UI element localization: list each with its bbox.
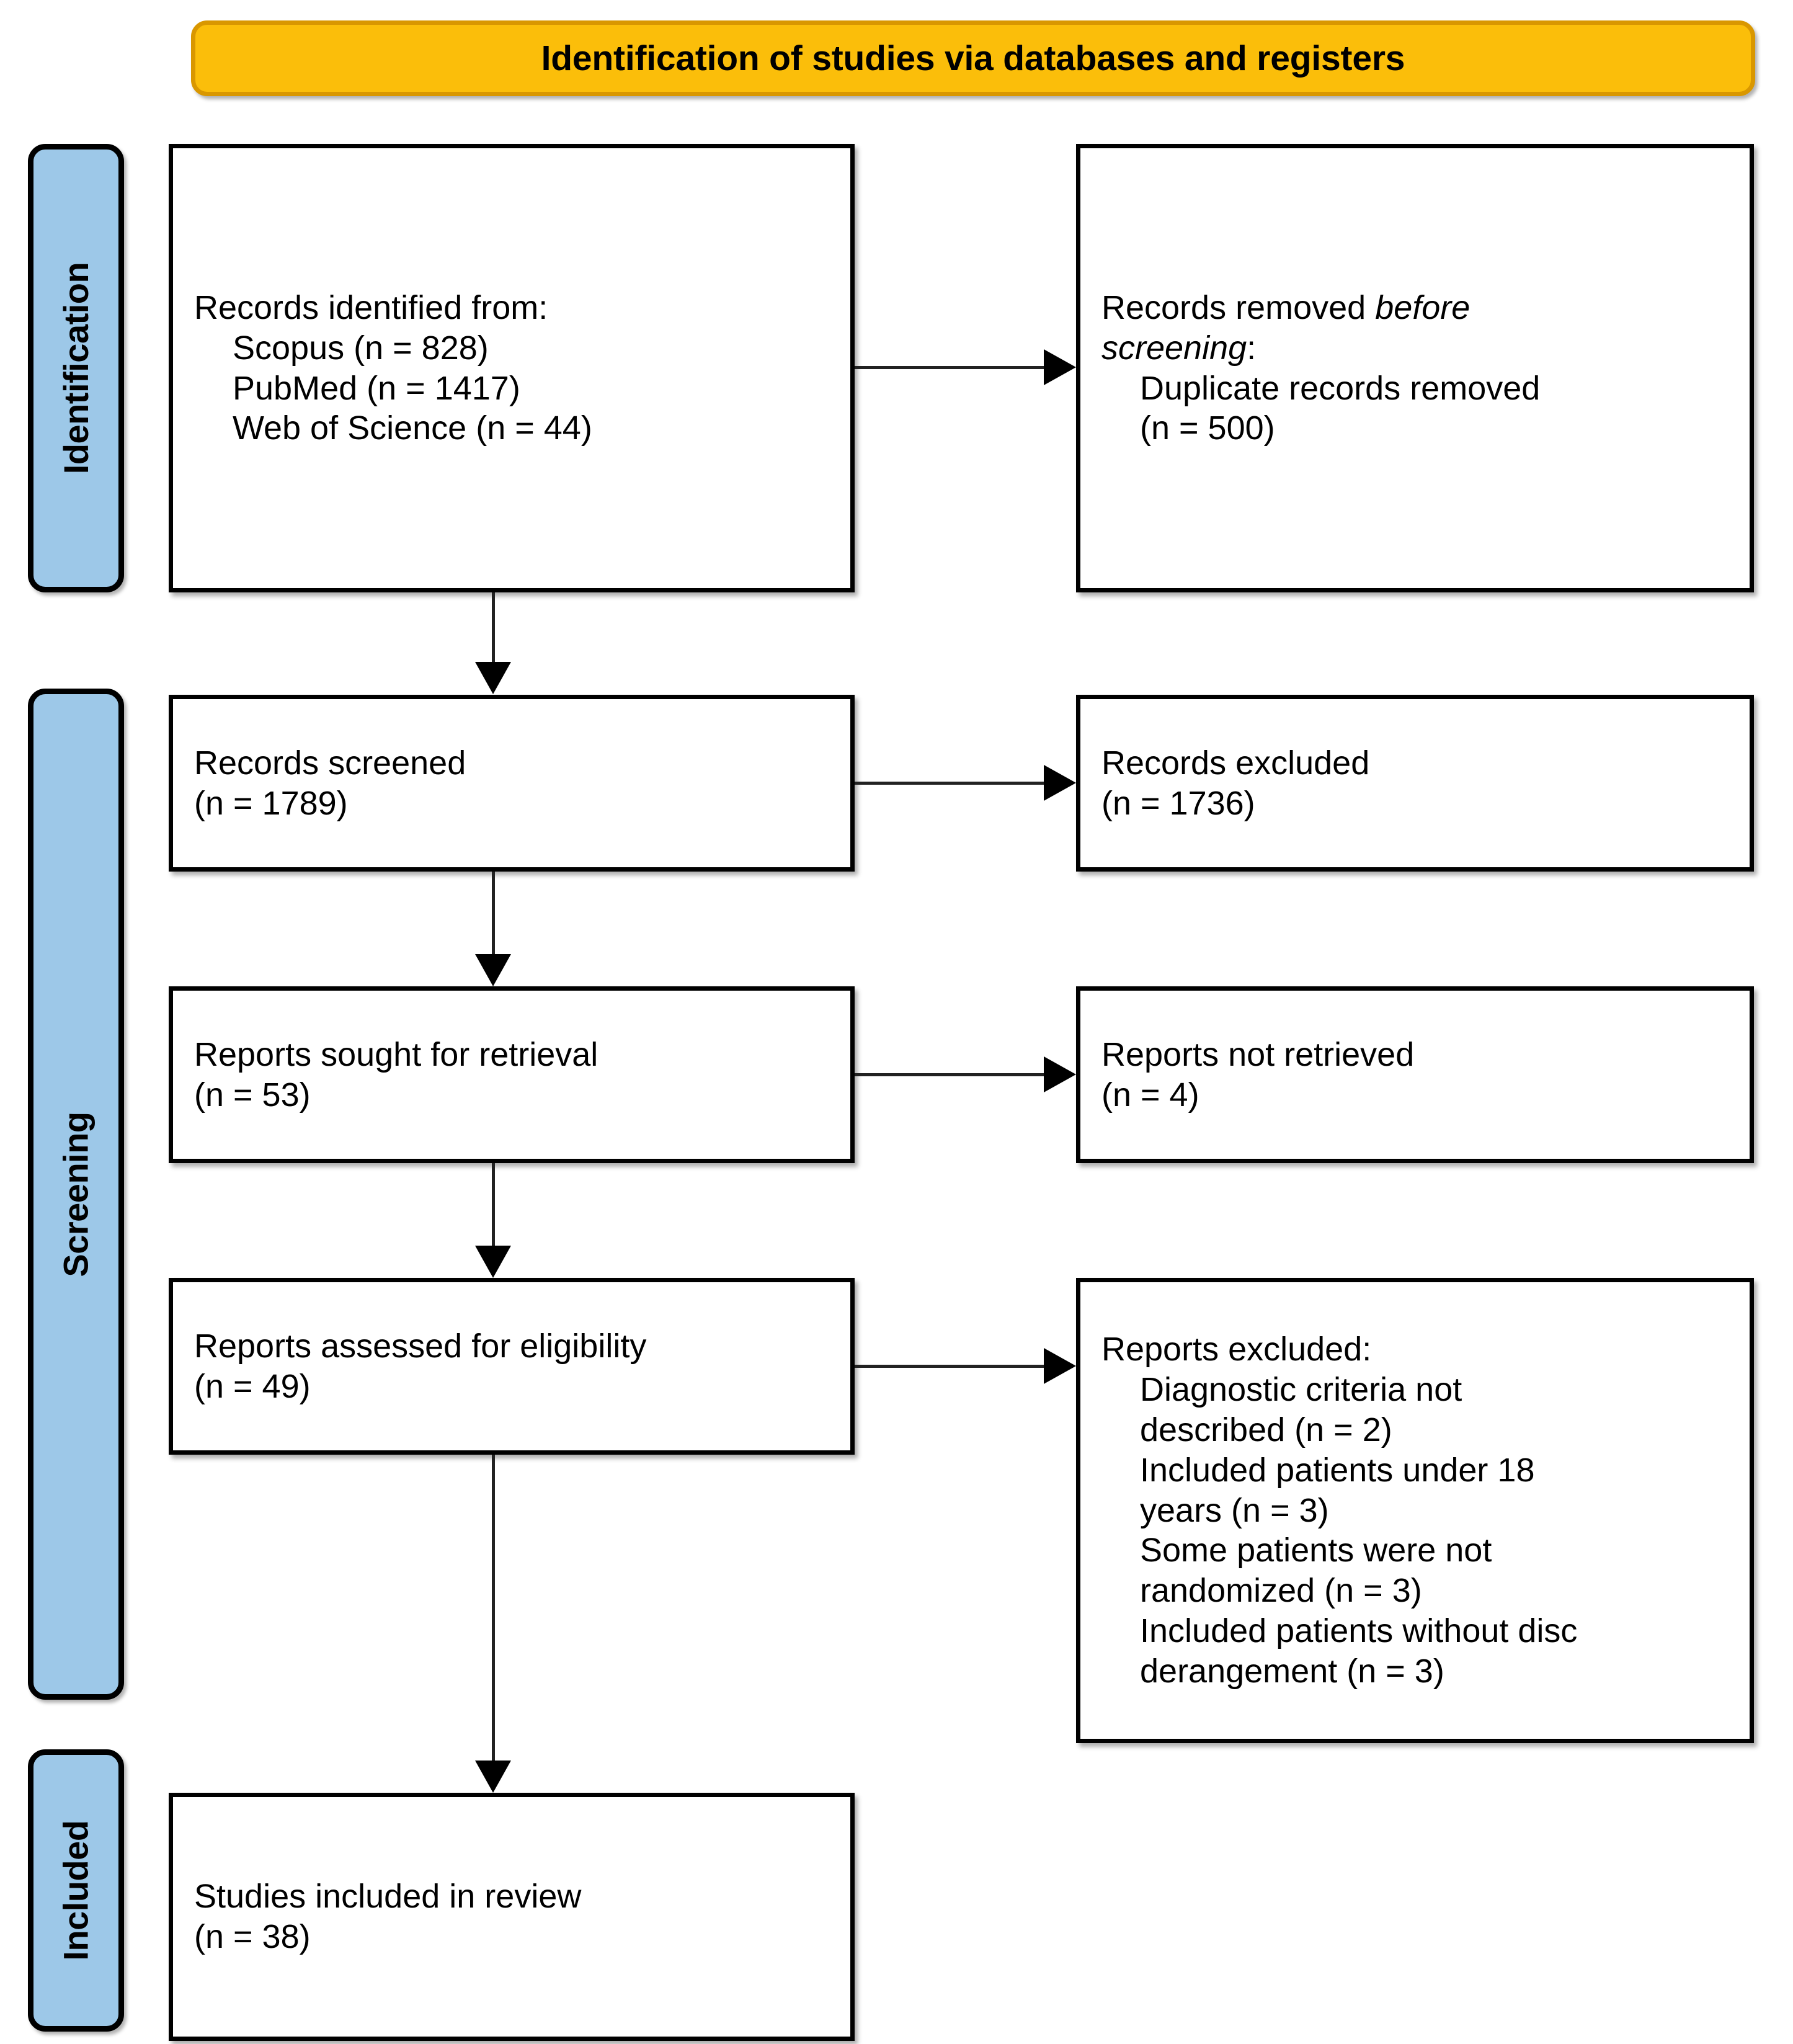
reports-not-retrieved-label: Reports not retrieved — [1101, 1035, 1415, 1073]
records-removed-prefix: Records removed — [1101, 288, 1376, 326]
connector-sought-to-assessed — [492, 1163, 495, 1246]
diagram-title: Identification of studies via databases … — [541, 38, 1405, 78]
stage-label-screening-text: Screening — [56, 1111, 96, 1277]
records-removed-italic-screening: screening — [1101, 329, 1247, 367]
box-reports-excluded: Reports excluded: Diagnostic criteria no… — [1076, 1278, 1754, 1743]
arrowhead-sought-to-assessed — [475, 1246, 511, 1278]
studies-included-label: Studies included in review — [194, 1878, 582, 1916]
reports-excluded-reason2-b: years (n = 3) — [1140, 1491, 1329, 1529]
connector-identified-to-screened — [492, 592, 495, 662]
records-excluded-label: Records excluded — [1101, 744, 1370, 782]
box-studies-included-body: Studies included in review (n = 38) — [173, 1877, 850, 1957]
records-identified-heading: Records identified from: — [194, 288, 548, 326]
reports-sought-n: (n = 53) — [194, 1076, 311, 1113]
arrowhead-sought-to-not-retrieved — [1044, 1056, 1076, 1092]
connector-assessed-to-reports-excluded — [855, 1365, 1044, 1368]
box-reports-not-retrieved-body: Reports not retrieved (n = 4) — [1080, 1035, 1750, 1115]
connector-assessed-to-included — [492, 1455, 495, 1761]
records-excluded-n: (n = 1736) — [1101, 784, 1255, 822]
box-records-removed: Records removed before screening: Duplic… — [1076, 144, 1754, 592]
connector-screened-to-excluded — [855, 782, 1044, 785]
reports-excluded-reason4-a: Included patients without disc — [1140, 1612, 1578, 1649]
arrowhead-screened-to-excluded — [1044, 765, 1076, 801]
box-records-screened-body: Records screened (n = 1789) — [173, 743, 850, 824]
studies-included-n: (n = 38) — [194, 1918, 311, 1955]
box-records-removed-body: Records removed before screening: Duplic… — [1080, 288, 1750, 449]
reports-not-retrieved-n: (n = 4) — [1101, 1076, 1199, 1113]
box-reports-not-retrieved: Reports not retrieved (n = 4) — [1076, 986, 1754, 1163]
records-removed-italic-before: before — [1375, 288, 1470, 326]
box-records-screened: Records screened (n = 1789) — [169, 695, 855, 872]
reports-excluded-reason3-a: Some patients were not — [1140, 1532, 1492, 1569]
box-records-excluded: Records excluded (n = 1736) — [1076, 695, 1754, 872]
box-reports-sought-body: Reports sought for retrieval (n = 53) — [173, 1035, 850, 1115]
records-removed-colon: : — [1247, 329, 1257, 367]
box-reports-assessed-body: Reports assessed for eligibility (n = 49… — [173, 1326, 850, 1407]
records-removed-heading-line2: screening: — [1101, 328, 1728, 368]
stage-label-screening: Screening — [28, 689, 124, 1700]
stage-label-identification-text: Identification — [56, 262, 96, 475]
records-removed-heading-line1: Records removed before — [1101, 288, 1728, 328]
box-records-identified: Records identified from: Scopus (n = 828… — [169, 144, 855, 592]
arrowhead-assessed-to-reports-excluded — [1044, 1348, 1076, 1384]
connector-identified-to-removed — [855, 366, 1044, 369]
connector-sought-to-not-retrieved — [855, 1073, 1044, 1076]
records-screened-n: (n = 1789) — [194, 784, 348, 822]
reports-excluded-reason3-b: randomized (n = 3) — [1140, 1572, 1422, 1610]
records-removed-duplicates-n: (n = 500) — [1140, 409, 1275, 447]
reports-excluded-reason4-b: derangement (n = 3) — [1140, 1652, 1444, 1690]
box-reports-sought: Reports sought for retrieval (n = 53) — [169, 986, 855, 1163]
reports-excluded-heading: Reports excluded: — [1101, 1331, 1372, 1368]
reports-assessed-n: (n = 49) — [194, 1367, 311, 1405]
records-removed-duplicates: Duplicate records removed — [1140, 369, 1541, 407]
diagram-title-banner: Identification of studies via databases … — [191, 20, 1755, 96]
stage-label-included: Included — [28, 1749, 124, 2032]
stage-label-identification: Identification — [28, 144, 124, 592]
box-studies-included: Studies included in review (n = 38) — [169, 1793, 855, 2041]
records-screened-label: Records screened — [194, 744, 466, 782]
records-identified-scopus: Scopus (n = 828) — [233, 329, 489, 367]
connector-screened-to-sought — [492, 872, 495, 954]
box-reports-excluded-body: Reports excluded: Diagnostic criteria no… — [1080, 1329, 1750, 1691]
reports-assessed-label: Reports assessed for eligibility — [194, 1327, 647, 1365]
arrowhead-identified-to-screened — [475, 662, 511, 694]
arrowhead-assessed-to-included — [475, 1761, 511, 1793]
box-records-identified-body: Records identified from: Scopus (n = 828… — [173, 288, 850, 449]
reports-excluded-reason2-a: Included patients under 18 — [1140, 1451, 1535, 1489]
records-identified-wos: Web of Science (n = 44) — [233, 409, 592, 447]
reports-excluded-reason1-a: Diagnostic criteria not — [1140, 1371, 1462, 1409]
box-records-excluded-body: Records excluded (n = 1736) — [1080, 743, 1750, 824]
reports-sought-label: Reports sought for retrieval — [194, 1035, 598, 1073]
arrowhead-identified-to-removed — [1044, 349, 1076, 385]
records-identified-pubmed: PubMed (n = 1417) — [233, 369, 520, 407]
reports-excluded-reason1-b: described (n = 2) — [1140, 1411, 1392, 1448]
box-reports-assessed: Reports assessed for eligibility (n = 49… — [169, 1278, 855, 1455]
arrowhead-screened-to-sought — [475, 954, 511, 986]
stage-label-included-text: Included — [56, 1820, 96, 1961]
